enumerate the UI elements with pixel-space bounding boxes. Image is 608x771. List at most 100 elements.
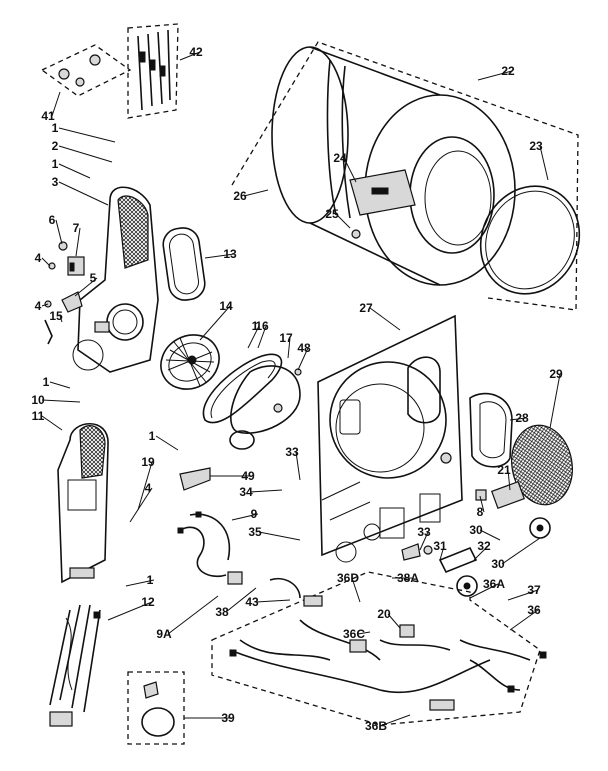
front-control-panel-part <box>57 422 109 584</box>
callout-leader-c1b <box>58 163 91 179</box>
grille-part <box>511 424 573 506</box>
callout-leader-c33b <box>419 531 429 551</box>
callout-label-c1c: 1 <box>252 319 259 333</box>
callout-leader-c33a <box>295 451 301 481</box>
callout-label-c9: 9 <box>251 507 258 521</box>
bulkhead-panel-part <box>317 314 463 563</box>
callout-label-c27: 27 <box>359 301 373 315</box>
callout-label-c37: 37 <box>527 583 541 597</box>
callout-leader-c36 <box>509 609 539 631</box>
callout-label-c48: 48 <box>297 341 311 355</box>
blower-wheel-part <box>160 334 220 390</box>
thermostat-parts <box>44 241 110 345</box>
gasket-part <box>162 227 206 301</box>
blower-housing-part <box>72 186 159 373</box>
harness-kit-part <box>127 671 185 745</box>
callout-leader-c28 <box>509 417 527 421</box>
wire-harness-part <box>177 467 243 585</box>
belt-idler-part <box>202 353 302 450</box>
callout-label-c1d: 1 <box>43 375 50 389</box>
hardware-kit-part <box>40 23 179 119</box>
callout-label-c49: 49 <box>241 469 255 483</box>
callout-label-c6: 6 <box>49 213 56 227</box>
callout-label-c36a: 36A <box>483 577 505 591</box>
callout-leader-c36b <box>379 714 411 727</box>
callout-label-c34: 34 <box>239 485 253 499</box>
callout-leader-c38 <box>225 587 257 613</box>
callout-leader-c1e <box>155 435 179 451</box>
callout-leader-c41 <box>51 91 61 117</box>
callout-leader-c8 <box>479 495 485 513</box>
drum-assembly-part <box>231 41 579 311</box>
callout-label-c8: 8 <box>477 505 484 519</box>
callout-leader-c1f <box>125 579 155 587</box>
callout-label-c1e: 1 <box>149 429 156 443</box>
callout-leader-c7 <box>75 227 81 257</box>
callout-leader-c29 <box>549 373 561 429</box>
callout-leader-c27 <box>369 307 401 331</box>
callout-leader-c36d <box>351 577 361 603</box>
callout-label-c26: 26 <box>233 189 247 203</box>
callout-leader-c20 <box>387 613 401 629</box>
callout-leader-c42 <box>179 51 201 61</box>
callout-label-c33b: 33 <box>417 525 431 539</box>
callout-leader-c24 <box>343 157 357 183</box>
callout-leader-c3 <box>58 181 109 206</box>
callout-label-c4c: 4 <box>145 481 152 495</box>
callout-label-c3: 3 <box>52 175 59 189</box>
callout-leader-c34 <box>249 489 283 493</box>
callout-leader-c30b <box>501 537 541 565</box>
callout-leader-c30a <box>479 529 501 541</box>
callout-label-c25: 25 <box>325 207 339 221</box>
callout-label-c36b: 36B <box>365 719 387 733</box>
callout-label-c35: 35 <box>248 525 262 539</box>
callout-leader-c19 <box>137 461 153 511</box>
callout-leader-c15 <box>59 315 63 323</box>
callout-label-c2: 2 <box>52 139 59 153</box>
callout-label-c5: 5 <box>90 271 97 285</box>
callout-leader-c2 <box>58 145 113 163</box>
callout-leader-c12 <box>107 601 153 621</box>
callout-leader-c6 <box>55 219 63 245</box>
callout-label-c32: 32 <box>477 539 491 553</box>
callout-leader-c5 <box>74 277 98 297</box>
callout-leader-c32 <box>473 545 489 561</box>
callout-leader-c43 <box>255 599 291 603</box>
callout-label-c38: 38 <box>215 605 229 619</box>
callout-label-c19: 19 <box>141 455 155 469</box>
callout-leader-c1d <box>49 381 71 389</box>
callout-label-c7: 7 <box>73 221 80 235</box>
callout-label-c15: 15 <box>49 309 63 323</box>
callout-label-c43: 43 <box>245 595 259 609</box>
callout-label-c36d: 36D <box>337 571 359 585</box>
callout-leader-c16 <box>257 325 267 349</box>
rear-seal-part <box>469 392 513 468</box>
lower-harness-part <box>49 604 101 727</box>
callout-leader-c1c <box>247 325 260 349</box>
drum-seal-part <box>479 185 581 295</box>
callout-label-c24: 24 <box>333 151 347 165</box>
callout-label-c30b: 30 <box>491 557 505 571</box>
callout-leader-c10 <box>41 399 81 403</box>
callout-label-c30a: 30 <box>469 523 483 537</box>
callout-leader-c23 <box>539 145 549 181</box>
callout-leader-c25 <box>335 213 351 229</box>
callout-label-c17: 17 <box>279 331 293 345</box>
callout-label-c10: 10 <box>31 393 45 407</box>
callout-label-c23: 23 <box>529 139 543 153</box>
callout-leader-c13 <box>204 253 235 259</box>
callout-label-c11: 11 <box>32 409 45 423</box>
callout-label-c13: 13 <box>223 247 237 261</box>
callout-label-c29: 29 <box>549 367 563 381</box>
callout-leader-c36c <box>357 631 371 635</box>
callout-label-c42: 42 <box>189 45 203 59</box>
callout-leader-c36a <box>469 583 499 599</box>
callout-leader-c9 <box>231 513 259 521</box>
callout-label-c4b: 4 <box>35 299 42 313</box>
callout-label-c1f: 1 <box>147 573 154 587</box>
callout-leader-c22 <box>477 70 513 81</box>
callout-leader-c1a <box>58 127 116 143</box>
callout-leader-c37 <box>507 589 539 601</box>
